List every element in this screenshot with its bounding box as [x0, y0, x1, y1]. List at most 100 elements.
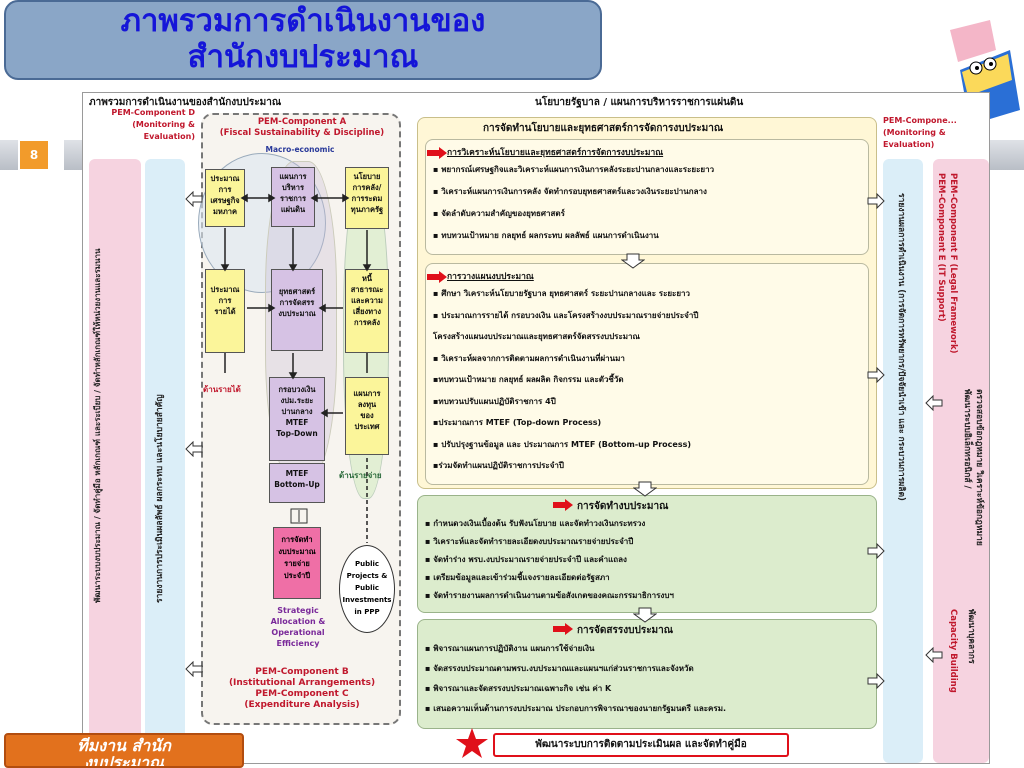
- box-strategy-l2: การจัดสรร: [279, 298, 315, 307]
- right-pink-panel: [933, 159, 989, 763]
- ppp-l1: Public: [354, 560, 380, 568]
- box-mtef-bottomup: MTEF Bottom-Up: [269, 463, 325, 503]
- box-strategy-l1: ยุทธศาสตร์: [278, 287, 316, 296]
- component-b-line2: (Institutional Arrangements): [228, 678, 376, 688]
- panel3-item: ▪ เตรียมข้อมูลและเข้าร่วมชี้แจงรายละเอีย…: [425, 573, 610, 582]
- panel1-item: ▪ ทบทวนเป้าหมาย กลยุทธ์ ผลกระทบ ผลลัพธ์ …: [433, 231, 659, 240]
- panel4-item: ▪ พิจารณาแผนการปฏิบัติงาน แผนการใช้จ่ายเ…: [425, 644, 595, 653]
- panel2-item: ▪ทบทวนเป้าหมาย กลยุทธ์ ผลผลิต กิจกรรม แล…: [433, 375, 624, 384]
- right-arrow-icon: [867, 367, 885, 383]
- box-investment-plan-l4: ประเทศ: [354, 422, 380, 431]
- box-strategy-l3: งบประมาณ: [278, 309, 316, 318]
- panel-budget-allocation: [417, 619, 877, 729]
- component-d-right-label: PEM-Compone... (Monitoring & Evaluation): [883, 115, 989, 151]
- box-public-debt-l2: สาธารณะ: [350, 285, 384, 294]
- component-d-right-l2: (Monitoring &: [883, 128, 946, 137]
- strategic-allocation-label: Strategic Allocation & Operational Effic…: [263, 605, 333, 649]
- box-macro-economy-l3: เศรษฐกิจ: [210, 196, 240, 205]
- slide-title-line1: ภาพรวมการดำเนินงานของ: [120, 3, 486, 39]
- strategic-l3: Operational: [271, 628, 325, 637]
- box-budget-allocation-l4: ประจำปี: [283, 571, 311, 580]
- right-arrow-icon: [867, 193, 885, 209]
- header-bar-left: [0, 140, 18, 170]
- right-vertical-f: PEM-Component F (Legal Framework): [948, 173, 958, 354]
- slide-title: ภาพรวมการดำเนินงานของ สำนักงบประมาณ: [4, 0, 602, 80]
- panel2-item: ▪ ปรับปรุงฐานข้อมูล และ ประมาณการ MTEF (…: [433, 439, 692, 449]
- down-arrow-icon: [633, 607, 657, 623]
- red-arrow-icon: [427, 147, 447, 159]
- label-revenue-side: ด้านรายได้: [203, 385, 241, 394]
- box-fiscal-policy-l2: การคลัง/: [352, 183, 382, 192]
- overview-diagram: พัฒนาระบบงบประมาณ / จัดทำคู่มือ หลักเกณฑ…: [82, 92, 990, 764]
- right-arrow-icon: [867, 673, 885, 689]
- box-mtef-l5: Top-Down: [276, 429, 318, 438]
- box-macro-economy-l2: การ: [218, 185, 232, 194]
- header-bar-right: [990, 140, 1024, 170]
- box-fiscal-policy: นโยบาย การคลัง/ การระดม ทุนภาครัฐ: [345, 167, 389, 229]
- box-mtef-bottom-l1: MTEF: [285, 469, 309, 478]
- panel4-item: ▪ จัดสรรงบประมาณตามพรบ.งบประมาณและแผนฯแก…: [425, 664, 694, 673]
- box-public-debt-l3: และความ: [351, 296, 383, 305]
- label-expense-side: ด้านรายจ่าย: [339, 471, 382, 480]
- component-d-right-l1: PEM-Compone...: [883, 116, 957, 125]
- panel3-items: ▪ กำหนดวงเงินเบื้องต้น รับฟังนโยบาย และจ…: [425, 515, 674, 605]
- box-mtef-l1: กรอบวงเงิน: [278, 385, 316, 394]
- box-investment-plan-l3: ของ: [360, 411, 374, 420]
- ppp-circle: Public Projects & Public Investments in …: [339, 545, 395, 633]
- panel3-item: ▪ กำหนดวงเงินเบื้องต้น รับฟังนโยบาย และจ…: [425, 519, 646, 528]
- strategic-l1: Strategic: [277, 606, 319, 615]
- left-arrow-icon: [185, 661, 203, 677]
- left-arrow-icon: [925, 395, 943, 411]
- box-revenue-estimate-l1: ประมาณ: [210, 285, 240, 294]
- panel2-item: ▪ร่วมจัดทำแผนปฏิบัติราชการประจำปี: [433, 461, 564, 470]
- left-vertical-inner-text: รายงานการประเมินผลลัพธ์ ผลกระทบ และนโยบา…: [155, 394, 165, 603]
- component-d-line1: PEM-Component D: [111, 108, 195, 117]
- slide-number: 8: [20, 141, 48, 169]
- box-mtef-topdown: กรอบวงเงิน งปม.ระยะ ปานกลาง MTEF Top-Dow…: [269, 377, 325, 461]
- panel2-item: ▪ ประมาณการรายได้ กรอบวงเงิน และโครงสร้า…: [433, 310, 699, 320]
- panel1-items: ▪ พยากรณ์เศรษฐกิจและวิเคราะห์แผนการเงินก…: [433, 159, 714, 247]
- right-vertical-e: PEM-Component E (IT Support): [936, 173, 946, 322]
- component-d-right-l3: Evaluation): [883, 140, 935, 149]
- box-admin-plan-l4: แผ่นดิน: [280, 205, 306, 214]
- diagram-heading-center: นโยบายรัฐบาล / แผนการบริหารราชการแผ่นดิน: [535, 97, 744, 108]
- right-blue-panel: [883, 159, 923, 763]
- right-vertical-e2: พัฒนาระบบอิเล็กทรอนิกส์ /: [962, 389, 972, 489]
- double-arrow-icon: [290, 508, 308, 524]
- component-d-label: PEM-Component D (Monitoring & Evaluation…: [87, 107, 195, 143]
- box-public-debt-l5: การคลัง: [353, 318, 381, 327]
- diagram-heading-left: ภาพรวมการดำเนินงานของสำนักงบประมาณ: [89, 97, 282, 108]
- panel4-item: ▪ พิจารณาและจัดสรรงบประมาณเฉพาะกิจ เช่น …: [425, 684, 612, 693]
- component-a-line1: PEM-Component A: [257, 117, 347, 127]
- component-bc-label: PEM-Component B (Institutional Arrangeme…: [209, 667, 395, 711]
- red-arrow-icon: [427, 271, 447, 283]
- box-fiscal-policy-l1: นโยบาย: [353, 172, 381, 181]
- component-c-line2: (Expenditure Analysis): [244, 700, 360, 710]
- component-a-line2: (Fiscal Sustainability & Discipline): [219, 128, 385, 138]
- box-mtef-l2: งปม.ระยะ: [280, 396, 314, 405]
- box-mtef-l3: ปานกลาง: [281, 407, 313, 416]
- team-button[interactable]: ทีมงาน สำนัก งบประมาณ: [4, 733, 244, 768]
- box-admin-plan-l2: บริหาร: [282, 183, 304, 192]
- panel4-items: ▪ พิจารณาแผนการปฏิบัติงาน แผนการใช้จ่ายเ…: [425, 639, 726, 719]
- panel2-item: ▪ วิเคราะห์ผลจากการติดตามผลการดำเนินงานท…: [433, 353, 625, 363]
- box-macro-economy-l4: มหภาค: [212, 207, 238, 216]
- panel3-heading: การจัดทำงบประมาณ: [577, 501, 669, 512]
- box-revenue-estimate: ประมาณ การ รายได้: [205, 269, 245, 353]
- box-investment-plan-l2: ลงทุน: [357, 400, 377, 409]
- ppp-l2: Projects &: [346, 572, 388, 580]
- panel-budget-preparation: [417, 495, 877, 613]
- component-d-line2: (Monitoring &: [132, 120, 195, 129]
- strategic-l2: Allocation &: [270, 617, 326, 626]
- box-revenue-estimate-l3: รายได้: [214, 307, 236, 316]
- panel-budget-planning: [425, 263, 869, 485]
- monitoring-development-box: พัฒนาระบบการติดตามประเมินผล และจัดทำคู่ม…: [493, 733, 789, 757]
- box-budget-allocation-l2: งบประมาณ: [278, 547, 316, 556]
- panel2-item: โครงสร้างแผนงบประมาณและยุทธศาสตร์จัดสรรง…: [433, 332, 640, 341]
- box-budget-allocation-l3: รายจ่าย: [284, 559, 310, 568]
- left-blue-panel: [145, 159, 185, 763]
- box-revenue-estimate-l2: การ: [218, 296, 232, 305]
- down-arrow-icon: [633, 481, 657, 497]
- left-arrow-icon: [185, 441, 203, 457]
- box-macro-economy: ประมาณ การ เศรษฐกิจ มหภาค: [205, 169, 245, 227]
